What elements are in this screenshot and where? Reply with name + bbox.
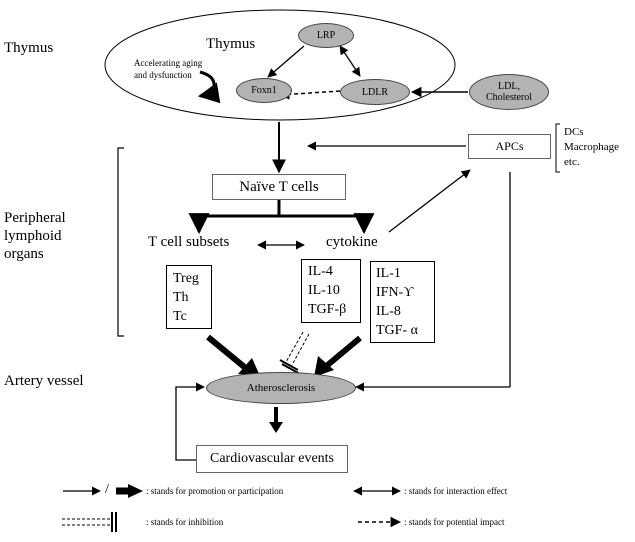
- anti-cytokine-il4: IL-4: [308, 264, 333, 279]
- subset-tc: Tc: [173, 309, 187, 324]
- apcs-bracket: [555, 123, 560, 173]
- lrp-label: LRP: [316, 30, 336, 41]
- cytokine-label: cytokine: [326, 234, 378, 250]
- arrow-subsets-athero: [206, 334, 250, 373]
- legend-slash: /: [105, 482, 109, 497]
- pro-cytokine-il8: IL-8: [376, 304, 401, 319]
- lrp-node: LRP: [298, 23, 354, 48]
- arrow-aging-curve: [197, 70, 221, 104]
- anti-cytokines-box: IL-4 IL-10 TGF-β: [301, 259, 361, 323]
- subset-list-box: Treg Th Tc: [166, 265, 212, 329]
- legend-inhibition-text: : stands for inhibition: [146, 517, 224, 527]
- apcs-label: APCs: [495, 139, 524, 153]
- peripheral-bracket: [117, 147, 124, 337]
- atherosclerosis-node: Atherosclerosis: [206, 372, 356, 404]
- apcs-type-dcs: DCs: [564, 126, 584, 138]
- ldlr-node: LDLR: [340, 79, 410, 105]
- pro-cytokine-ifn: IFN-ϒ: [376, 285, 414, 300]
- legend-interaction-text: : stands for interaction effect: [404, 486, 508, 496]
- naive-t-cells-label: Naïve T cells: [239, 178, 319, 195]
- anti-cytokine-il10: IL-10: [308, 283, 340, 298]
- subset-th: Th: [173, 290, 189, 305]
- inhibition-anti-cytokines: [279, 331, 310, 375]
- subset-treg: Treg: [173, 271, 199, 286]
- legend-promotion-text: : stands for promotion or participation: [146, 486, 284, 496]
- pro-cytokine-il1: IL-1: [376, 266, 401, 281]
- arrow-lrp-foxn1: [267, 45, 305, 78]
- pro-cytokine-tgfa: TGF- α: [376, 323, 418, 338]
- atherosclerosis-label: Atherosclerosis: [246, 381, 316, 394]
- feedback-loop: [175, 382, 205, 461]
- ldl-label-2: Cholesterol: [485, 92, 533, 103]
- region-thymus-label: Thymus: [4, 40, 54, 56]
- arrow-lrp-ldlr: [339, 45, 361, 77]
- region-artery-label: Artery vessel: [4, 373, 84, 389]
- thymus-title: Thymus: [206, 36, 256, 52]
- apcs-type-macrophage: Macrophage: [564, 141, 619, 153]
- foxn1-label: Foxn1: [251, 85, 277, 96]
- cardio-events-label: Cardiovascular events: [209, 451, 334, 466]
- t-cell-subsets-label: T cell subsets: [148, 234, 230, 250]
- foxn1-node: Foxn1: [236, 78, 292, 103]
- apcs-type-etc: etc.: [564, 156, 580, 168]
- ldlr-label: LDLR: [361, 86, 389, 98]
- ldl-label-1: LDL,: [498, 81, 520, 92]
- aging-label-1: Accelerating aging: [134, 58, 203, 68]
- naive-t-cells-box: Naïve T cells: [212, 174, 346, 200]
- pro-cytokines-box: IL-1 IFN-ϒ IL-8 TGF- α: [370, 261, 435, 343]
- apcs-box: APCs: [468, 134, 551, 159]
- region-peripheral-label-2: lymphoid: [4, 228, 62, 244]
- region-peripheral-label-1: Peripheral: [4, 210, 66, 226]
- arrow-procytokine-athero: [322, 335, 362, 371]
- ldl-node: LDL, Cholesterol: [469, 74, 549, 110]
- anti-cytokine-tgfb: TGF-β: [308, 302, 347, 317]
- region-peripheral-label-3: organs: [4, 246, 44, 262]
- arrow-cytokine-apcs: [388, 169, 471, 233]
- thymus-ellipse: [104, 9, 456, 121]
- legend-inhibition-symbol: [62, 512, 117, 532]
- aging-label-2: and dysfunction: [134, 70, 192, 80]
- cardio-events-box: Cardiovascular events: [196, 445, 348, 473]
- legend-potential-text: : stands for potential impact: [404, 517, 505, 527]
